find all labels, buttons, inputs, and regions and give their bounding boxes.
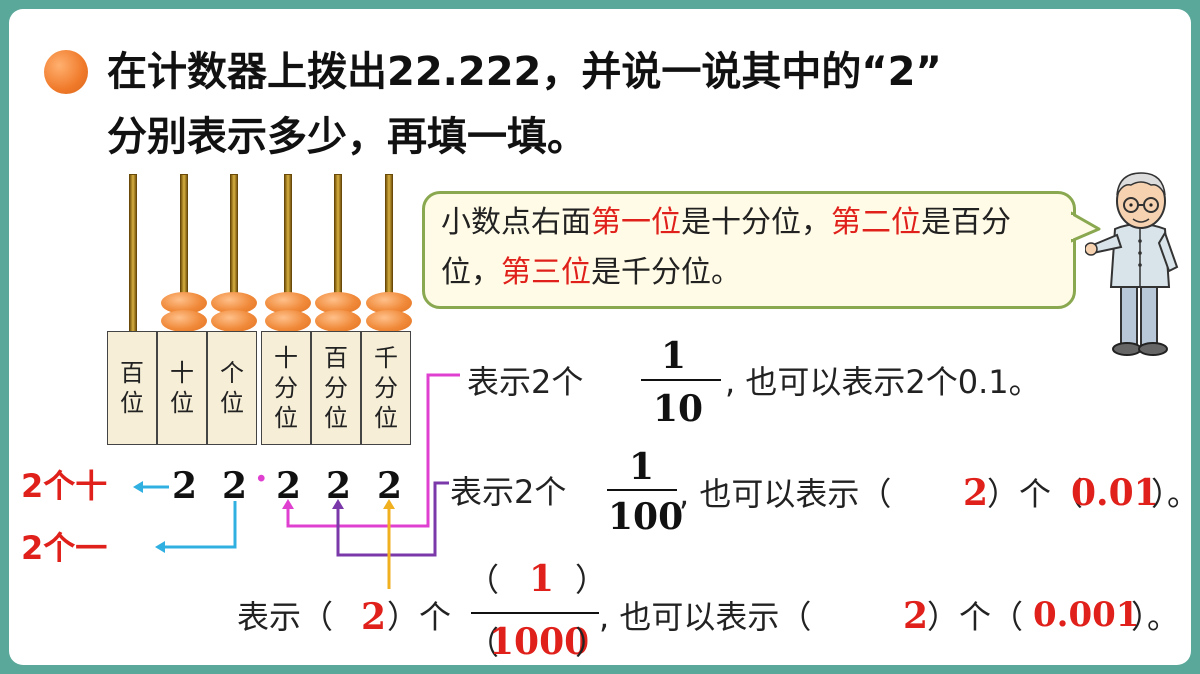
- slide: 在计数器上拨出22.222，并说一说其中的“2” 分别表示多少，再填一填。 百位…: [9, 9, 1191, 665]
- decimal-point: ·: [255, 458, 268, 500]
- thousandths-numerator: 1: [529, 558, 555, 600]
- speech-part-red: 第一位: [591, 205, 681, 240]
- connector-tenths: [286, 373, 460, 528]
- thousandths-end: ）。: [1131, 598, 1180, 636]
- digit-thousandths: 2: [377, 465, 403, 507]
- abacus-bead: [315, 292, 361, 314]
- abacus-bead: [161, 292, 207, 314]
- hundredths-answer-count: 2: [963, 472, 989, 514]
- speech-part: 小数点右面: [441, 205, 591, 240]
- speech-bubble-tail: [1071, 211, 1101, 243]
- thousandths-answer-count2: 2: [903, 595, 929, 637]
- question-line-2: 分别表示多少，再填一填。: [107, 114, 587, 160]
- speech-part: 是百分位，: [441, 205, 1011, 290]
- hundredths-end: ）。: [1151, 475, 1191, 513]
- speech-part: 是千分位。: [591, 255, 741, 290]
- hundredths-numerator: 1: [629, 446, 655, 488]
- fraction-bar: [641, 379, 721, 381]
- arrowhead-tenths: [282, 499, 294, 509]
- hundredths-mid: , 也可以表示（: [679, 475, 892, 513]
- tenths-prefix: 表示2个: [467, 363, 584, 401]
- place-label-thousandths: 千分位: [361, 331, 411, 445]
- place-label-ones: 个位: [207, 331, 257, 445]
- place-label-tens: 十位: [157, 331, 207, 445]
- arrowhead-thousandths: [383, 499, 395, 509]
- digit-tenths: 2: [276, 465, 302, 507]
- place-label-hundreds: 百位: [107, 331, 157, 445]
- abacus-bead: [366, 310, 412, 332]
- digit-tens: 2: [172, 465, 198, 507]
- fraction-bar: [471, 612, 599, 614]
- thousandths-denominator: 1000: [489, 621, 590, 663]
- label-two-tens: 2个十: [21, 467, 108, 505]
- speech-part-red: 第二位: [831, 205, 921, 240]
- abacus-bead: [265, 292, 311, 314]
- thousandths-answer-count: 2: [361, 596, 387, 638]
- digit-hundredths: 2: [326, 465, 352, 507]
- tenths-numerator: 1: [661, 335, 687, 377]
- digit-ones: 2: [222, 465, 248, 507]
- thousandths-den-close: ）: [575, 624, 608, 662]
- arrowhead-ones: [155, 541, 165, 553]
- hundredths-mid2: ）个（: [987, 475, 1084, 513]
- bullet-icon: [44, 50, 88, 94]
- hundredths-prefix: 表示2个: [450, 473, 567, 511]
- speech-part-red: 第三位: [501, 255, 591, 290]
- hundredths-denominator: 100: [608, 496, 684, 538]
- place-label-tenths: 十分位: [261, 331, 311, 445]
- thousandths-mid3: ）个（: [927, 598, 1024, 636]
- hundredths-answer-unit: 0.01: [1071, 472, 1159, 514]
- speech-part: 是十分位，: [681, 205, 831, 240]
- abacus-bead: [366, 292, 412, 314]
- thousandths-den-open: （: [467, 624, 500, 662]
- abacus-bead: [315, 310, 361, 332]
- place-label-hundredths: 百分位: [311, 331, 361, 445]
- tenths-suffix: , 也可以表示2个0.1。: [725, 363, 1041, 401]
- thousandths-num-close: ）: [575, 561, 608, 599]
- tenths-denominator: 10: [653, 388, 704, 430]
- abacus-bead: [265, 310, 311, 332]
- arrow-ones: [161, 501, 237, 549]
- question-line-1: 在计数器上拨出22.222，并说一说其中的“2”: [107, 49, 942, 95]
- label-two-ones: 2个一: [21, 529, 108, 567]
- teacher-illustration: [1085, 172, 1179, 356]
- thousandths-answer-unit: 0.001: [1033, 595, 1140, 635]
- abacus-bead: [211, 310, 257, 332]
- connector-lines: [133, 373, 460, 589]
- arrowhead-tens: [133, 481, 143, 493]
- abacus-bead: [211, 292, 257, 314]
- thousandths-num-open: （: [467, 561, 500, 599]
- thousandths-mid: ）个: [387, 598, 452, 636]
- thousandths-prefix: 表示（: [237, 598, 334, 636]
- arrowhead-hundredths: [332, 499, 344, 509]
- thousandths-mid2: , 也可以表示（: [599, 598, 812, 636]
- fraction-bar: [607, 489, 677, 491]
- speech-bubble: 小数点右面第一位是十分位，第二位是百分位，第三位是千分位。: [422, 191, 1076, 309]
- connector-hundredths: [336, 481, 449, 557]
- abacus-bead: [161, 310, 207, 332]
